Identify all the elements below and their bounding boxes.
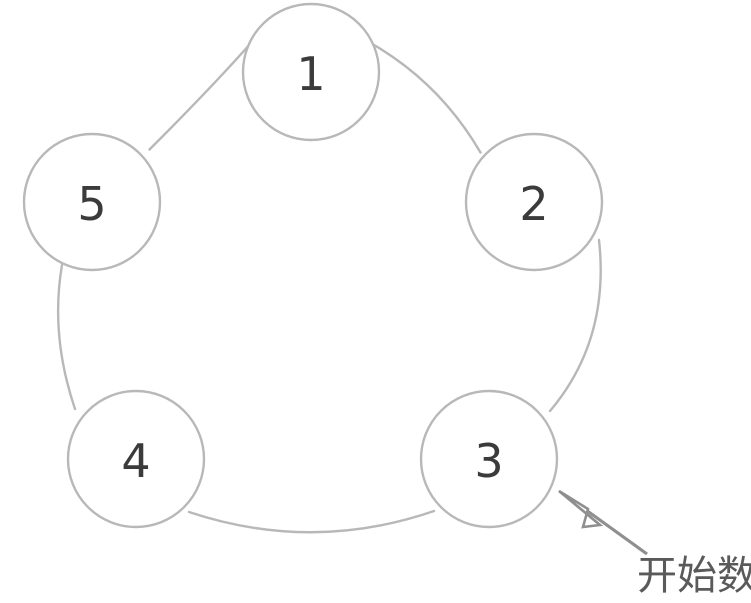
node-3-label: 3 [474, 434, 503, 488]
node-1-circle[interactable] [241, 2, 381, 142]
node-2[interactable]: 2 [464, 132, 604, 272]
link-3-to-4 [187, 509, 436, 534]
node-3[interactable]: 3 [419, 389, 559, 529]
node-4-circle[interactable] [66, 389, 206, 529]
link-2-to-3 [548, 238, 602, 413]
annotation-label: 开始数 [637, 553, 751, 599]
node-2-label: 2 [519, 177, 548, 231]
link-5-to-1 [148, 42, 252, 151]
node-1[interactable]: 1 [241, 2, 381, 142]
node-4-label: 4 [121, 434, 150, 488]
link-1-to-2 [370, 42, 482, 154]
node-5[interactable]: 5 [22, 132, 162, 272]
node-3-circle[interactable] [419, 389, 559, 529]
annotation-pointer [558, 489, 648, 556]
link-group [56, 42, 602, 534]
node-5-circle[interactable] [22, 132, 162, 272]
pointer-shaft-line [585, 508, 648, 556]
link-4-to-5 [56, 263, 77, 411]
node-5-label: 5 [77, 177, 106, 231]
pointer-arrowhead-inner-line [558, 490, 593, 519]
node-4[interactable]: 4 [66, 389, 206, 529]
node-group: 1 2 3 4 5 [22, 2, 604, 529]
node-1-label: 1 [296, 47, 325, 101]
node-2-circle[interactable] [464, 132, 604, 272]
